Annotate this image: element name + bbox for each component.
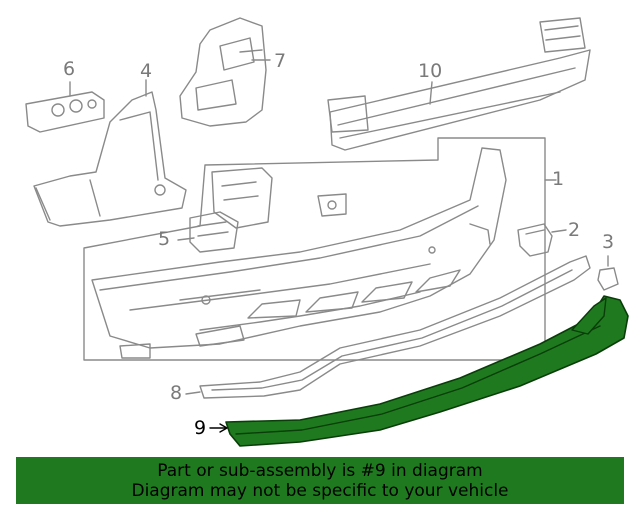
part-8-lower-trim[interactable] [199,255,591,399]
part-1-small-clip[interactable] [317,193,347,217]
part-2-sensor-bracket[interactable] [517,223,553,257]
info-banner: Part or sub-assembly is #9 in diagram Di… [16,457,624,504]
leader-8 [185,391,201,395]
callout-6[interactable]: 6 [63,58,76,80]
leader-10 [429,81,433,105]
part-10-reinforcement-bar[interactable] [327,17,591,151]
exploded-parts-diagram [25,17,629,447]
leader-9-arrowhead [219,423,228,433]
banner-line-1: Part or sub-assembly is #9 in diagram [157,461,483,481]
part-1-bumper-fascia[interactable] [91,147,507,359]
part-3-clip[interactable] [597,267,619,291]
part-9-lower-valance[interactable] [225,295,629,447]
callout-4[interactable]: 4 [140,60,153,82]
callout-3[interactable]: 3 [602,231,615,253]
callout-9[interactable]: 9 [194,417,207,439]
part-1-inner-bracket[interactable] [211,167,273,229]
callout-10[interactable]: 10 [418,60,443,82]
leader-5 [177,237,195,241]
part-7-bracket[interactable] [179,17,267,127]
part-4-side-bracket[interactable] [33,91,187,227]
banner-line-2: Diagram may not be specific to your vehi… [131,481,509,501]
callout-8[interactable]: 8 [170,382,183,404]
callout-7[interactable]: 7 [274,50,287,72]
part-6-bracket[interactable] [25,91,105,133]
part-1-grouping-bracket [83,137,546,361]
leader-2 [551,229,567,233]
callout-5[interactable]: 5 [158,228,171,250]
callout-2[interactable]: 2 [568,219,581,241]
callout-1[interactable]: 1 [552,168,565,190]
part-5-clip[interactable] [189,211,239,253]
